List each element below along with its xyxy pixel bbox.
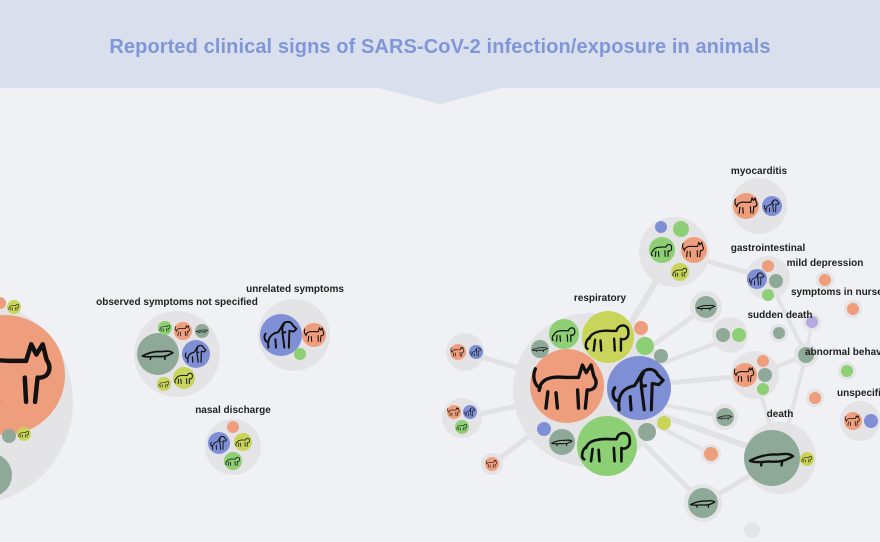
mink-bubble: [773, 327, 785, 339]
lion-bubble: [800, 452, 814, 466]
cluster-mink-single-c: [684, 484, 722, 522]
cluster-satellite-b: [442, 398, 482, 438]
tiger-bubble: [158, 321, 172, 335]
label-gastrointestinal: gastrointestinal: [731, 243, 806, 254]
cluster-left-large: [0, 297, 73, 501]
cat-bubble: [809, 392, 821, 404]
dog-bubble: [607, 356, 671, 420]
mink-bubble: [638, 423, 656, 441]
label-respiratory: respiratory: [574, 293, 627, 304]
cluster-mid-right: [731, 351, 779, 399]
tiger-bubble: [757, 383, 769, 395]
tiger-bubble: [841, 365, 853, 377]
cat-bubble: [0, 297, 6, 309]
page-title: Reported clinical signs of SARS-CoV-2 in…: [109, 36, 771, 58]
label-symptoms-nursed: symptoms in nursec: [791, 287, 880, 298]
cluster-unspecified: [840, 401, 880, 441]
cluster-small-tiger: [838, 362, 856, 380]
label-nasal-discharge: nasal discharge: [195, 405, 271, 416]
cluster-small-cat-b: [701, 444, 721, 464]
tiger-bubble: [294, 348, 306, 360]
label-mild-depression: mild depression: [787, 258, 864, 269]
mink-bubble: [688, 488, 718, 518]
cluster-small-mink: [770, 324, 788, 342]
mink-bubble: [798, 347, 814, 363]
label-death: death: [767, 409, 794, 420]
cluster-gastrointestinal: [746, 256, 790, 301]
cluster-satellite-c: [481, 453, 503, 475]
tiger-bubble: [636, 337, 654, 355]
mink-bubble: [769, 274, 783, 288]
mink-bubble: [137, 333, 179, 375]
cluster-bubble: [744, 522, 760, 538]
cluster-small-bottom: [744, 522, 760, 538]
lion-bubble: [157, 377, 171, 391]
title-banner-pointer: [378, 88, 502, 104]
cluster-mild-depression: [816, 271, 834, 289]
dog-bubble: [537, 422, 551, 436]
label-unspecified: unspecifi: [837, 388, 880, 399]
cluster-abnormal-behavior: [794, 343, 818, 367]
label-observed-symptoms: observed symptoms not specified: [96, 297, 258, 308]
dog-bubble: [260, 314, 302, 356]
cat-bubble: [819, 274, 831, 286]
cat-bubble: [847, 303, 859, 315]
cluster-myocarditis: [731, 178, 787, 234]
cluster-mink-single-b: [712, 404, 738, 430]
lion-bubble: [17, 427, 31, 441]
mink-bubble: [2, 429, 16, 443]
cat-bubble: [227, 421, 239, 433]
mink-bubble: [0, 455, 12, 495]
dog-bubble: [864, 414, 878, 428]
dog-bubble: [655, 221, 667, 233]
mink-bubble: [758, 368, 772, 382]
mink-bubble: [195, 324, 209, 338]
lion-bubble: [657, 416, 671, 430]
cluster-sudden-death: [803, 313, 821, 331]
cluster-symptoms-nursed: [844, 300, 862, 318]
mink-bubble: [744, 430, 800, 486]
tiger-bubble: [732, 328, 746, 342]
cat-bubble: [704, 447, 718, 461]
mink-bubble: [531, 340, 549, 358]
cluster-pair: [712, 317, 748, 353]
cluster-nasal-discharge: [205, 419, 261, 475]
cat-bubble: [762, 260, 774, 272]
mink-bubble: [549, 429, 575, 455]
mink-bubble: [654, 349, 668, 363]
cluster-unrelated-symptoms: [258, 299, 330, 371]
cluster-satellite-a: [446, 333, 484, 371]
cluster-observed-symptoms: [134, 311, 220, 397]
mink-bubble: [695, 296, 717, 318]
cluster-mink-single-a: [690, 291, 722, 323]
cat-bubble: [634, 321, 648, 335]
lion-bubble: [7, 300, 21, 314]
cluster-upper: [639, 217, 709, 287]
label-sudden-death: sudden death: [747, 310, 812, 321]
label-abnormal-behavior: abnormal behavi: [805, 347, 880, 358]
mink-bubble: [716, 408, 734, 426]
mink-bubble: [716, 328, 730, 342]
label-unrelated-symptoms: unrelated symptoms: [246, 284, 344, 295]
title-banner: [0, 0, 880, 88]
cat-bubble: [0, 315, 65, 435]
cat-bubble: [757, 355, 769, 367]
tiger-bubble: [762, 289, 774, 301]
cluster-small-cat: [806, 389, 824, 407]
tiger-bubble: [673, 221, 689, 237]
cluster-respiratory: [513, 311, 671, 476]
ferret-bubble: [806, 316, 818, 328]
tiger-bubble: [455, 420, 469, 434]
cluster-death: [744, 422, 816, 494]
label-myocarditis: myocarditis: [731, 166, 788, 177]
